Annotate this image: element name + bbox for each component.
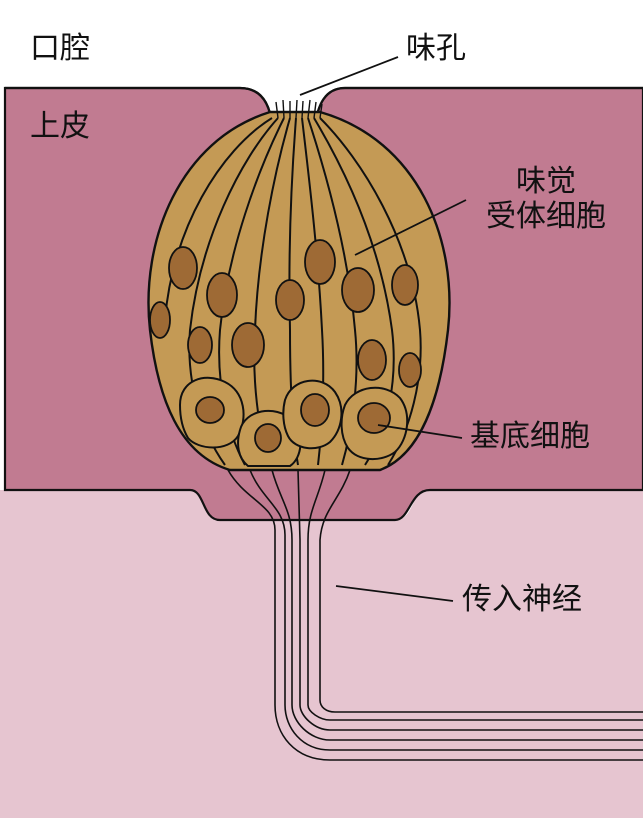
afferent-nerve-label: 传入神经 <box>462 582 582 617</box>
leader-lines <box>299 56 467 602</box>
receptor-leader-line <box>354 199 467 256</box>
pore-leader-line <box>299 56 399 96</box>
basal-cells <box>178 376 409 467</box>
receptor-label-line1: 味觉 <box>516 164 576 199</box>
taste-bud <box>147 99 451 472</box>
oral-cavity-label: 口腔 <box>30 31 90 66</box>
epithelium-label: 上皮 <box>30 109 90 144</box>
taste-pore-microvilli <box>275 99 323 119</box>
taste-pore-label: 味孔 <box>406 31 466 66</box>
nerve-leader-line <box>335 585 454 602</box>
connective-tissue <box>0 490 643 818</box>
basal-leader-line <box>377 424 463 439</box>
receptor-nuclei <box>149 239 422 388</box>
afferent-nerve-fibers <box>227 469 643 761</box>
receptor-label-line2: 受体细胞 <box>486 198 606 234</box>
basal-cells-label: 基底细胞 <box>470 419 590 454</box>
receptor-cell-label: 味觉 受体细胞 <box>486 164 606 234</box>
